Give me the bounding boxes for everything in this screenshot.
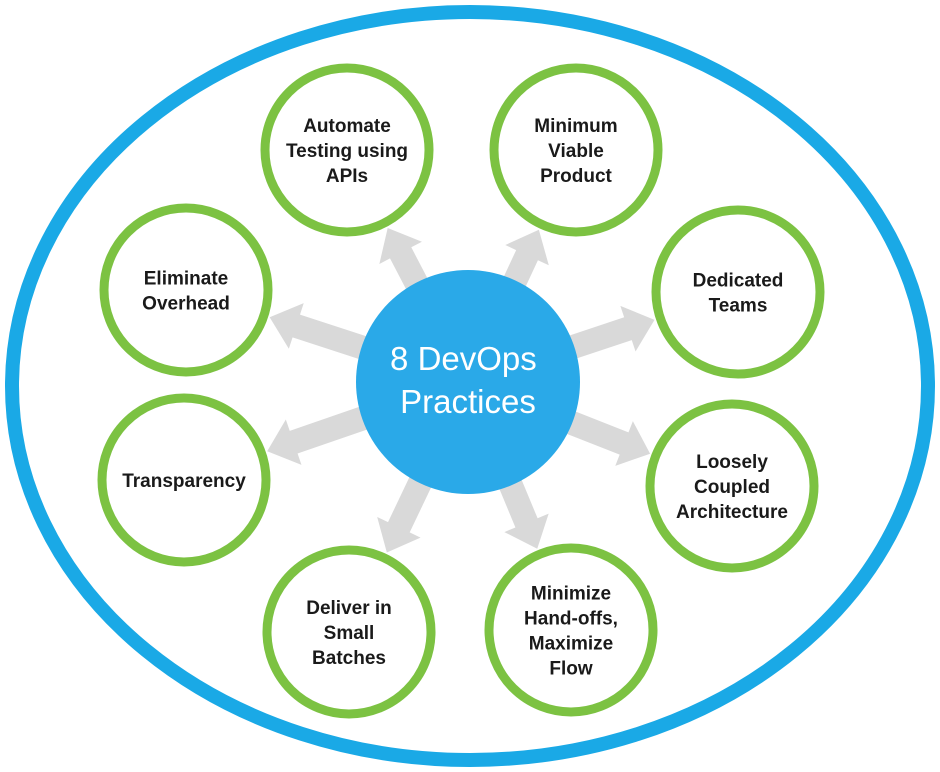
- arrow-automate-testing: [379, 228, 433, 299]
- practice-node-ring: [651, 205, 825, 379]
- practice-node-ring: [260, 63, 434, 237]
- practice-label-line: Transparency: [122, 471, 246, 492]
- practice-node-ring: [262, 545, 436, 719]
- practice-label-line: Overhead: [142, 294, 230, 315]
- practice-node-ring: [489, 63, 663, 237]
- practice-label-line: Batches: [312, 648, 386, 669]
- practice-node-ring: [645, 399, 819, 573]
- practice-label-line: Architecture: [676, 502, 788, 523]
- center-title: 8 DevOps Practices: [390, 340, 546, 420]
- practice-node-ring: [97, 393, 271, 567]
- arrow-transparency: [267, 403, 378, 465]
- practice-node-ring: [99, 203, 273, 377]
- practice-label: Transparency: [122, 471, 246, 492]
- arrow-loosely-coupled-architecture: [556, 407, 651, 466]
- practice-label-line: Flow: [549, 659, 592, 680]
- practice-label-line: Product: [540, 166, 612, 187]
- arrow-dedicated-teams: [559, 305, 655, 362]
- practice-label-line: Coupled: [694, 477, 770, 498]
- outer-ring: [5, 5, 935, 767]
- practice-label-line: APIs: [326, 166, 368, 187]
- practice-node-transparency: Transparency: [97, 393, 271, 567]
- practice-label-line: Teams: [709, 296, 768, 317]
- center-title-line: Practices: [400, 383, 536, 420]
- arrow-minimize-handoffs: [495, 469, 549, 549]
- practice-label-line: Testing using: [286, 141, 408, 162]
- center-circle: [356, 270, 580, 494]
- practice-label-line: Minimize: [531, 584, 611, 605]
- practice-label-line: Maximize: [529, 634, 613, 655]
- center-node: 8 DevOps Practices: [356, 270, 580, 494]
- practice-label-line: Small: [324, 623, 375, 644]
- arrow-deliver-small-batches: [377, 467, 436, 553]
- practice-label-line: Eliminate: [144, 269, 228, 290]
- practice-label-line: Loosely: [696, 452, 768, 473]
- practice-label-line: Minimum: [534, 116, 617, 137]
- practice-label-line: Hand-offs,: [524, 609, 618, 630]
- arrows-group: [267, 228, 655, 553]
- center-title-line: 8 DevOps: [390, 340, 537, 377]
- practice-label-line: Deliver in: [306, 598, 392, 619]
- practice-label-line: Dedicated: [693, 271, 784, 292]
- practice-label-line: Automate: [303, 116, 391, 137]
- practice-node-ring: [484, 543, 658, 717]
- practice-label-line: Viable: [548, 141, 604, 162]
- arrow-eliminate-overhead: [269, 303, 377, 363]
